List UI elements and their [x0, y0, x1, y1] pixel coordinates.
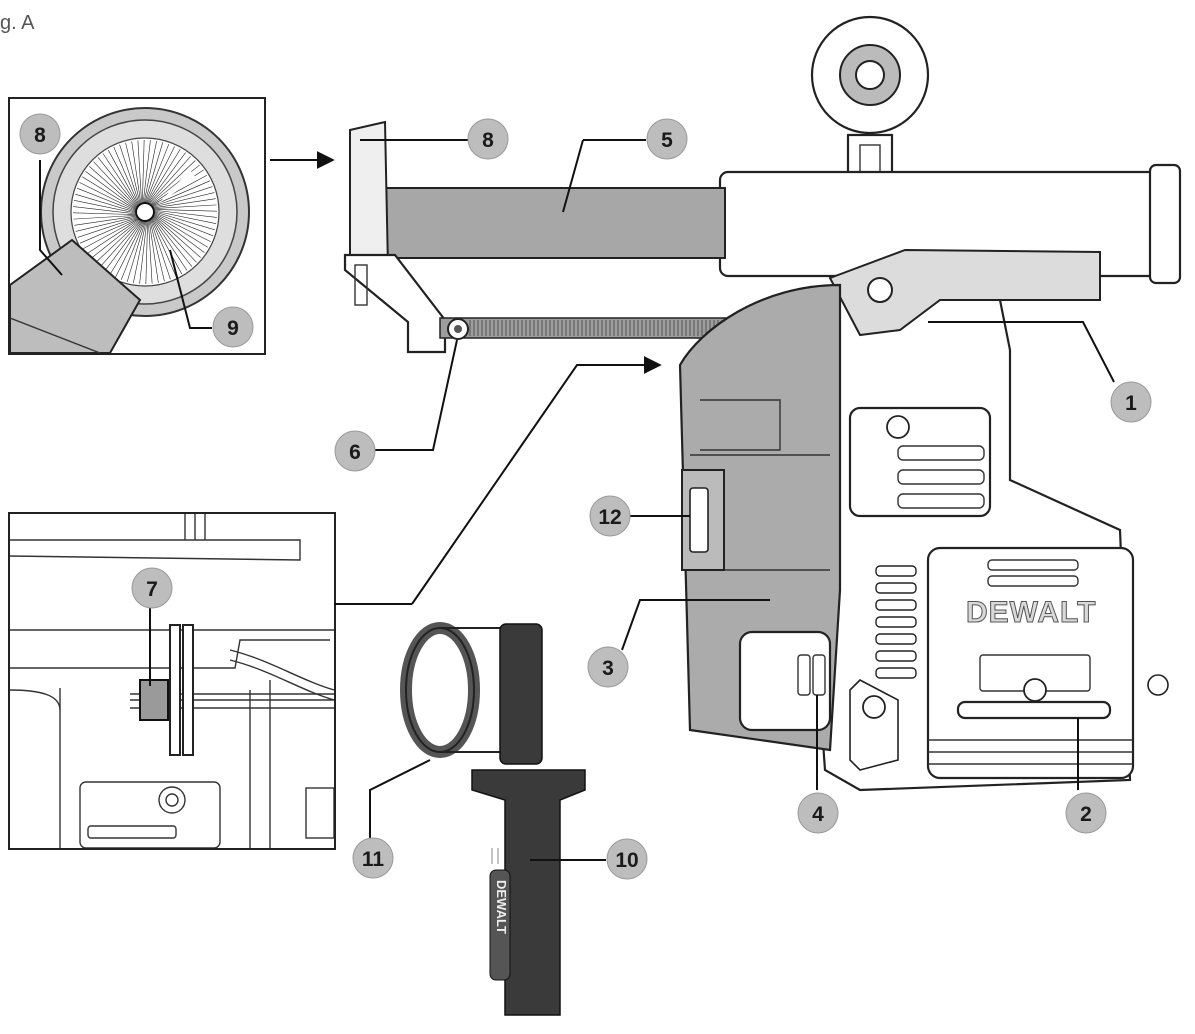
callout-9: 9	[212, 306, 254, 348]
callout-12: 12	[589, 495, 631, 537]
callout-5: 5	[646, 118, 688, 160]
svg-text:8: 8	[482, 129, 494, 152]
callout-4: 4	[797, 792, 839, 834]
callout-7: 7	[131, 567, 173, 609]
callout-8a: 8	[19, 113, 61, 155]
svg-text:10: 10	[615, 849, 638, 872]
callout-8b: 8	[467, 118, 509, 160]
svg-text:8: 8	[34, 124, 46, 147]
callout-10: 10	[606, 838, 648, 880]
callout-6: 6	[334, 430, 376, 472]
callout-1: 1	[1110, 381, 1152, 423]
dust-extractor-unit: DEWALT	[343, 15, 1182, 792]
svg-text:12: 12	[598, 506, 621, 529]
callout-11: 11	[352, 837, 394, 879]
callout-3: 3	[587, 646, 629, 688]
svg-text:3: 3	[602, 657, 614, 680]
callout-2: 2	[1065, 792, 1107, 834]
callouts: 1 2 3 4 5 6 7 8	[19, 113, 1152, 880]
svg-text:4: 4	[812, 803, 824, 826]
svg-text:2: 2	[1080, 803, 1092, 826]
handle-brand: DEWALT	[494, 880, 509, 934]
leader-lines	[39, 139, 1115, 861]
svg-text:5: 5	[661, 129, 673, 152]
svg-text:1: 1	[1125, 392, 1137, 415]
svg-text:6: 6	[349, 441, 361, 464]
svg-text:7: 7	[146, 578, 158, 601]
svg-text:9: 9	[227, 317, 239, 340]
side-handle: DEWALT	[400, 622, 586, 1016]
lock-detail-inset	[8, 512, 336, 850]
brand-logo: DEWALT	[966, 596, 1096, 629]
figure-caption: g. A	[0, 12, 35, 34]
svg-text:11: 11	[362, 848, 385, 871]
